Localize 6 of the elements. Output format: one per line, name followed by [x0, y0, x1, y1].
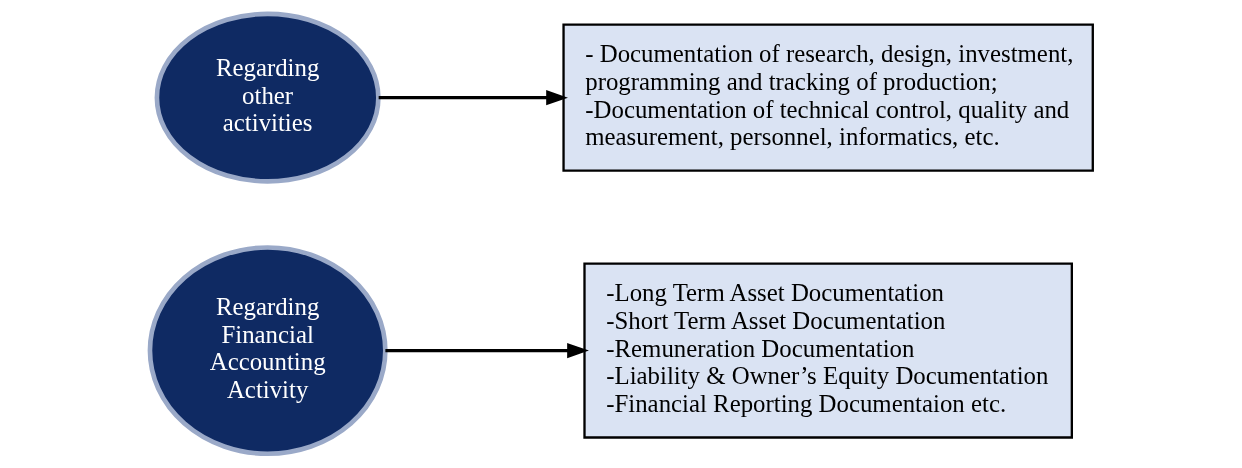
node-ellipse: Regarding other activities: [154, 11, 381, 184]
node-ellipse: Regarding Financial Accounting Activity: [147, 245, 388, 457]
arrow: [384, 343, 589, 359]
node-box: -Long Term Asset Documentation -Short Term Asset Documentation -Remuneration Documentation -Liability & Owner’s Equity Documentation -Financial Reporting Documentaion etc.: [582, 262, 1073, 439]
node-box: - Documentation of research, design, investment, programming and tracking of production; -Documentation of technical control, quality and measurement, personnel, informatics, etc.: [561, 23, 1094, 172]
arrow: [378, 90, 568, 106]
